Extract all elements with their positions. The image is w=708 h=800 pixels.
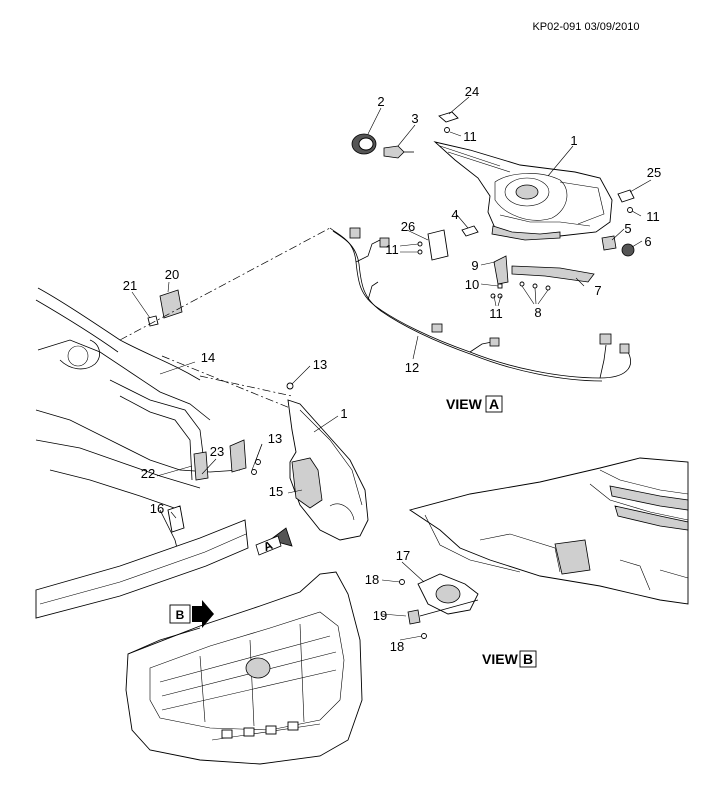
view-a-label: VIEW A	[446, 395, 503, 413]
callout-23: 23	[210, 444, 224, 459]
leader-lines	[131, 96, 652, 641]
diagram-id: KP02-091 03/09/2010	[532, 21, 639, 33]
callout-14: 14	[201, 350, 215, 365]
view-b-arrow: B	[169, 600, 214, 628]
callout-3: 3	[411, 111, 418, 126]
callout-5: 5	[624, 221, 631, 236]
callout-9: 9	[471, 258, 478, 273]
callout-13-a: 13	[313, 357, 327, 372]
callout-11-b: 11	[646, 209, 660, 224]
bumper-fascia-view	[399, 457, 689, 639]
callout-24: 24	[465, 84, 479, 99]
view-a-arrow: A	[255, 527, 293, 556]
svg-text:VIEW: VIEW	[446, 396, 483, 412]
callout-22: 22	[141, 466, 155, 481]
callout-25: 25	[647, 165, 661, 180]
callout-26: 26	[401, 219, 415, 234]
front-grille	[125, 571, 363, 765]
callout-10: 10	[465, 277, 479, 292]
callout-1-main: 1	[340, 406, 347, 421]
callout-11-d: 11	[489, 306, 503, 321]
vehicle-front-structure	[35, 287, 249, 619]
callout-17: 17	[396, 548, 410, 563]
callout-2: 2	[377, 94, 384, 109]
callout-7: 7	[594, 283, 601, 298]
callout-11-c: 11	[385, 242, 399, 257]
callout-11-a: 11	[463, 129, 477, 144]
headlamp-exploded-view	[351, 111, 635, 299]
view-b-arrow-label: B	[176, 608, 185, 622]
callout-12: 12	[405, 360, 419, 375]
svg-text:B: B	[523, 651, 533, 667]
callout-6: 6	[644, 234, 651, 249]
callout-1-view-a: 1	[570, 133, 577, 148]
callout-21: 21	[123, 278, 137, 293]
svg-text:VIEW: VIEW	[482, 651, 519, 667]
callout-4: 4	[451, 207, 458, 222]
callout-13-b: 13	[268, 431, 282, 446]
svg-text:A: A	[489, 396, 499, 412]
callout-8: 8	[534, 305, 541, 320]
callout-18-a: 18	[365, 572, 379, 587]
callout-18-b: 18	[390, 639, 404, 654]
callouts: 1 2 3 24 11 25 11 4 5 6 26 11 9 10 7 11 …	[123, 84, 661, 654]
callout-20: 20	[165, 267, 179, 282]
headlamp-assembly	[251, 382, 369, 541]
wiring-harness	[329, 227, 631, 382]
callout-19: 19	[373, 608, 387, 623]
view-b-label: VIEW B	[482, 650, 537, 668]
callout-16: 16	[150, 501, 164, 516]
callout-15: 15	[269, 484, 283, 499]
